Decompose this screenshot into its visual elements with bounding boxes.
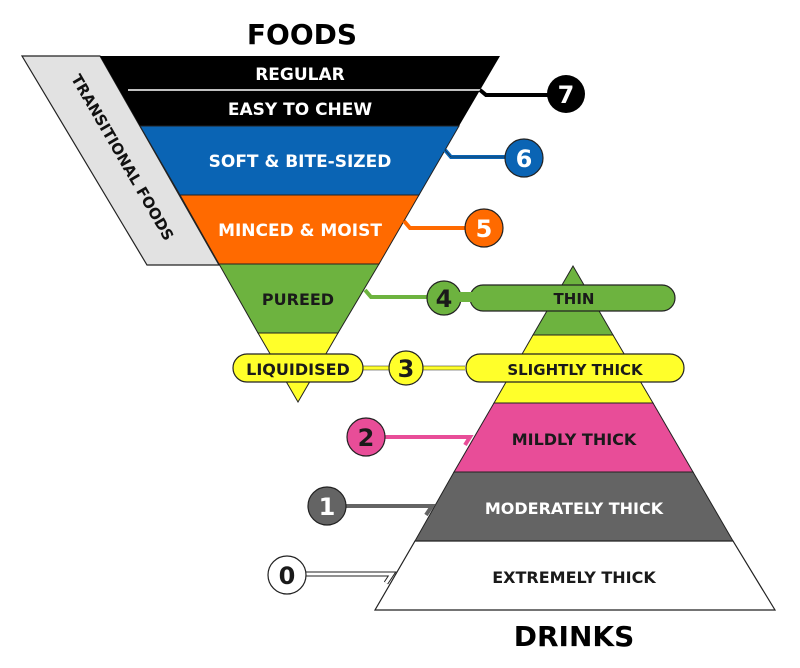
level-2-connector: 2 <box>346 417 474 457</box>
drinks-level-0-band <box>373 540 777 611</box>
level-0-badge <box>267 555 307 595</box>
foods-level-5-label: MINCED & MOIST <box>218 221 382 241</box>
level-5-badge <box>464 208 504 248</box>
level-3-connector: LIQUIDISED 3 SLIGHTLY THICK <box>232 350 685 386</box>
level-4-connector: 4 THIN <box>363 280 676 316</box>
foods-level-4-label: PUREED <box>262 290 334 309</box>
drinks-level-3-pill <box>465 353 685 383</box>
level-6-connector: 6 <box>443 138 544 178</box>
drinks-level-4-label: THIN <box>554 290 595 308</box>
drinks-level-0-label: EXTREMELY THICK <box>492 568 656 587</box>
level-7-number: 7 <box>558 81 575 109</box>
level-1-connector: 1 <box>307 486 436 526</box>
level-6-number: 6 <box>516 145 533 173</box>
level-5-connector: 5 <box>402 208 504 248</box>
drinks-level-1-label: MODERATELY THICK <box>485 499 664 518</box>
foods-level-7-easy-chew-label: EASY TO CHEW <box>228 100 373 120</box>
foods-funnel: REGULAR EASY TO CHEW SOFT & BITE-SIZED M… <box>100 56 500 403</box>
foods-level-3-label: LIQUIDISED <box>246 360 350 379</box>
foods-title: FOODS <box>247 18 357 51</box>
level-2-badge <box>346 417 386 457</box>
level-2-number: 2 <box>358 424 375 452</box>
level-7-badge <box>547 75 585 113</box>
foods-level-6-label: SOFT & BITE-SIZED <box>209 152 392 172</box>
drinks-title: DRINKS <box>514 620 635 653</box>
level-0-connector: 0 <box>267 555 397 595</box>
drinks-level-2-label: MILDLY THICK <box>512 430 637 449</box>
level-7-connector: 7 <box>478 75 585 113</box>
level-5-number: 5 <box>476 215 493 243</box>
drinks-level-3-label: SLIGHTLY THICK <box>507 361 644 379</box>
foods-level-7-regular-label: REGULAR <box>255 65 345 85</box>
level-4-number: 4 <box>436 285 453 313</box>
level-1-number: 1 <box>319 493 336 521</box>
foods-level-7-band <box>100 56 500 126</box>
level-3-number: 3 <box>398 355 415 383</box>
level-6-badge <box>504 138 544 178</box>
foods-level-3-pill <box>232 353 364 383</box>
level-3-badge <box>388 350 424 386</box>
level-0-number: 0 <box>279 562 296 590</box>
level-1-badge <box>307 486 347 526</box>
